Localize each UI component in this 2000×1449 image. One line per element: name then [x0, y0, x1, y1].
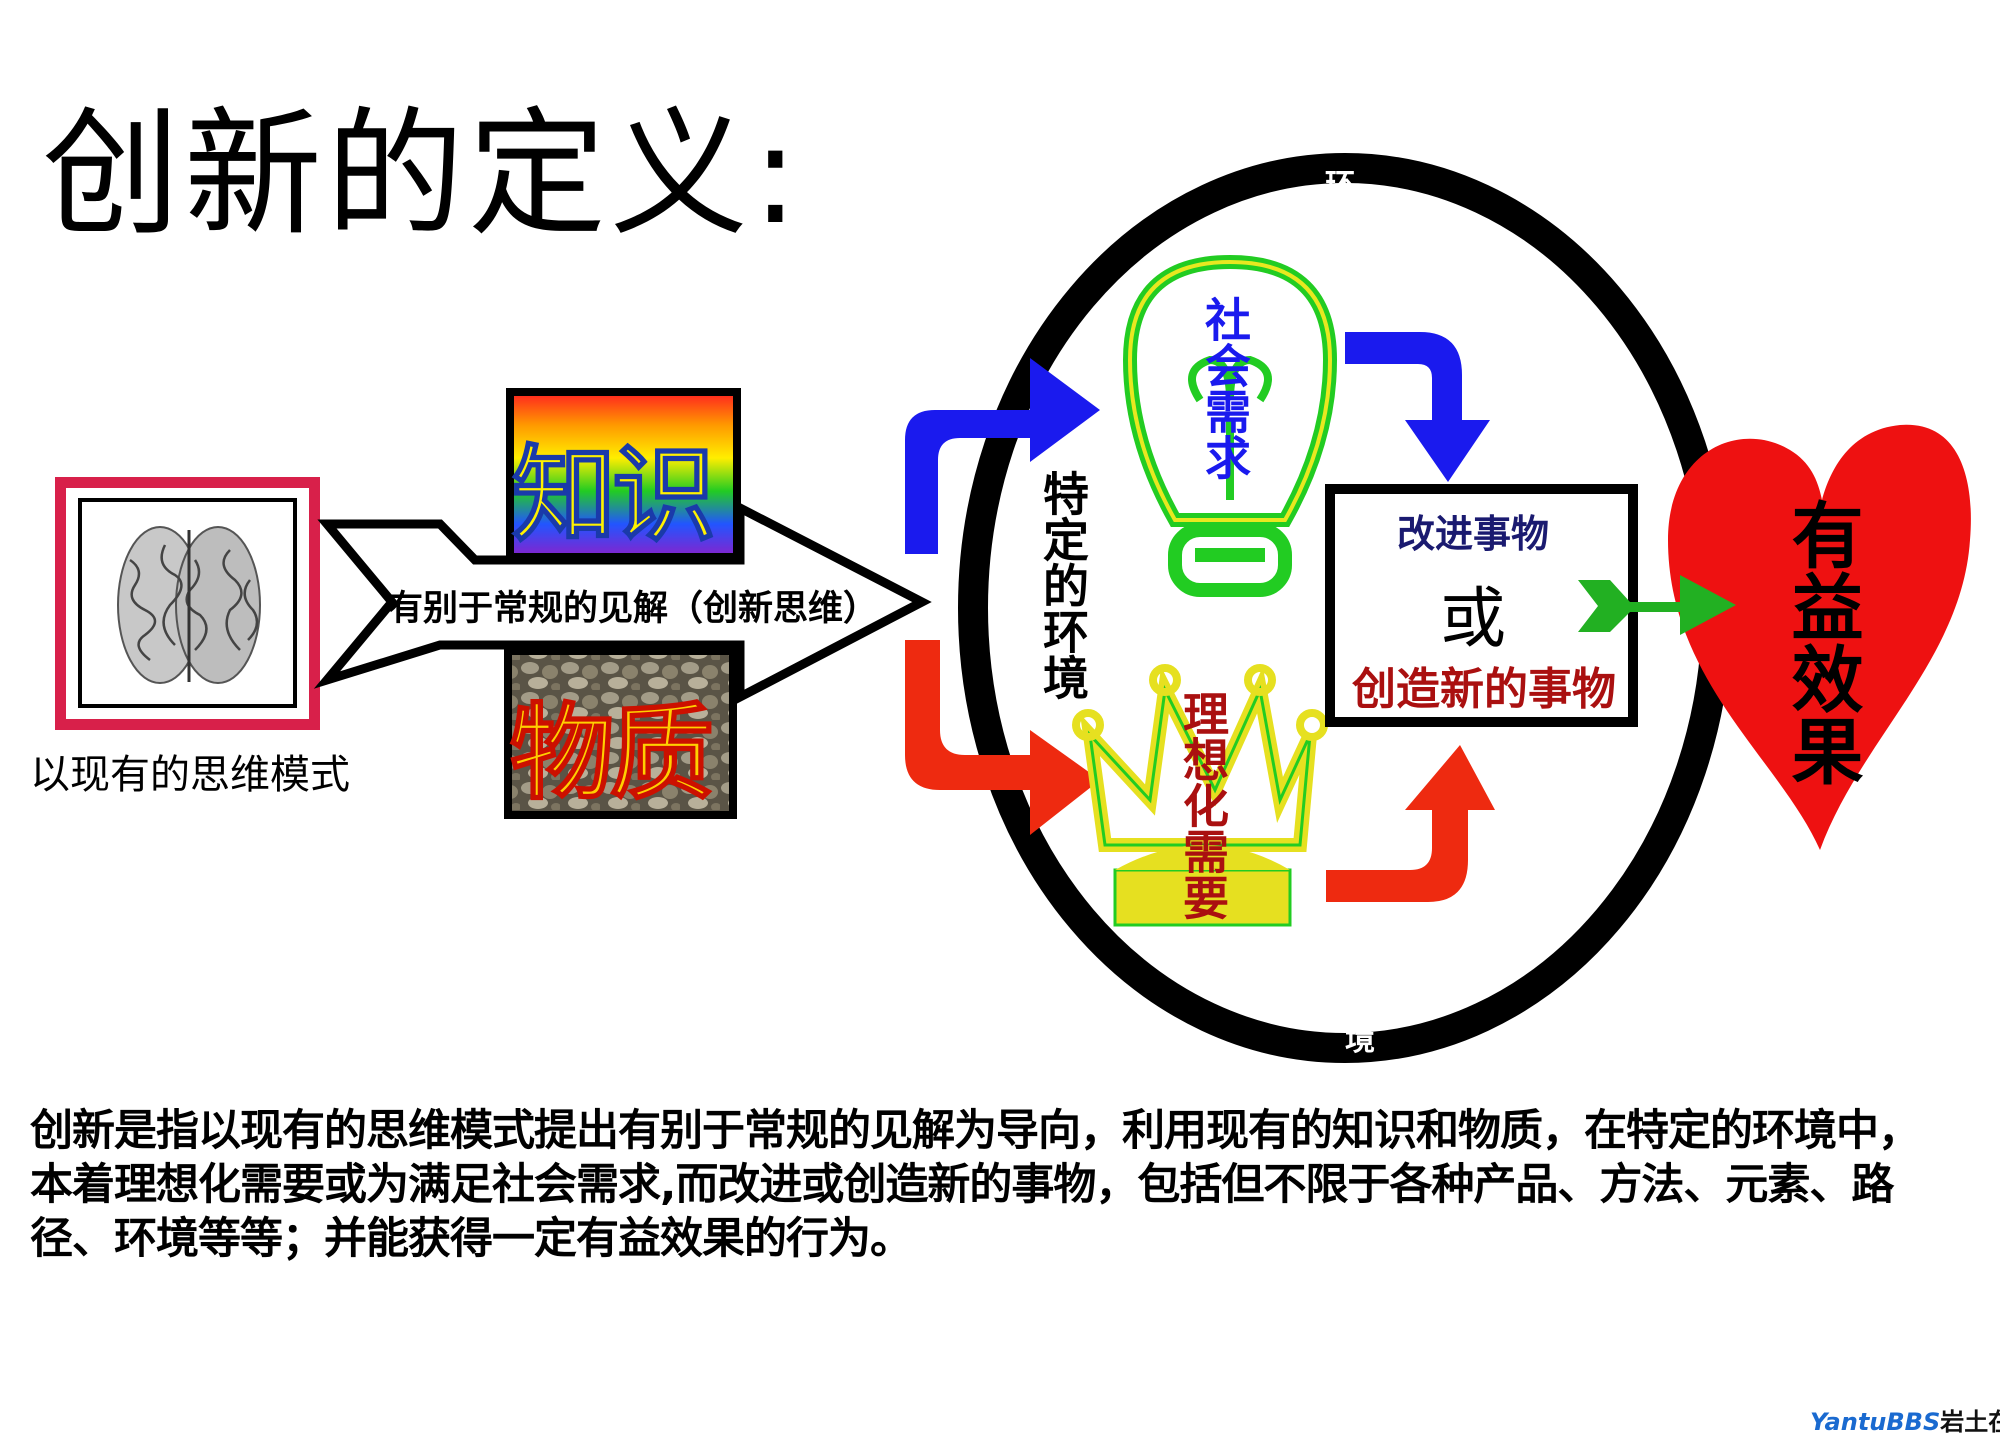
- watermark-cn: 岩土在线: [1940, 1408, 2000, 1436]
- environment-bottom-label: 境: [1345, 1023, 1375, 1058]
- specific-environment-label: 特定的环境: [1036, 470, 1090, 700]
- lightbulb-icon: [1122, 254, 1338, 597]
- material-box: [504, 647, 737, 819]
- brain-icon: [117, 526, 261, 684]
- brain-image-frame: [55, 477, 320, 730]
- result-improve-label: 改进事物: [1397, 511, 1550, 556]
- arrow-label: 有别于常规的见解（创新思维）: [388, 588, 879, 629]
- definition-paragraph: 创新是指以现有的思维模式提出有别于常规的见解为导向，利用现有的知识和物质，在特定…: [30, 1104, 1990, 1266]
- result-or-label: 或: [1440, 580, 1506, 657]
- result-create-label: 创造新的事物: [1352, 664, 1616, 715]
- paragraph-line: 创新是指以现有的思维模式提出有别于常规的见解为导向，利用现有的知识和物质，在特定…: [30, 1106, 1921, 1156]
- brain-caption: 以现有的思维模式: [30, 752, 350, 798]
- knowledge-box: [506, 388, 741, 561]
- idealized-need-label: 理想化需要: [1176, 690, 1230, 920]
- watermark-logo: YantuBBS岩土在线: [1810, 1402, 2000, 1437]
- paragraph-line: 本着理想化需要或为满足社会需求,而改进或创造新的事物，包括但不限于各种产品、方法…: [30, 1160, 1894, 1210]
- thinking-arrow: [313, 500, 932, 705]
- page-title: 创新的定义:: [42, 94, 803, 255]
- beneficial-effect-label: 有益效果: [1779, 498, 1864, 786]
- blue-arrow-down: [1345, 332, 1490, 482]
- material-label: 物质: [509, 690, 715, 815]
- result-box: [1325, 484, 1638, 727]
- paragraph-line: 径、环境等等；并能获得一定有益效果的行为。: [30, 1214, 913, 1264]
- watermark-brand: YantuBBS: [1810, 1408, 1941, 1436]
- red-arrow-down: [905, 640, 1100, 835]
- knowledge-label: 知识: [511, 432, 717, 557]
- social-demand-label: 社会需求: [1198, 296, 1252, 480]
- blue-arrow-up: [905, 358, 1100, 554]
- environment-top-label: 环: [1325, 168, 1355, 203]
- green-arrow: [1578, 575, 1736, 635]
- red-arrow-up: [1326, 745, 1495, 902]
- heart-shape: [1668, 424, 1971, 850]
- crown-icon: [1072, 664, 1328, 927]
